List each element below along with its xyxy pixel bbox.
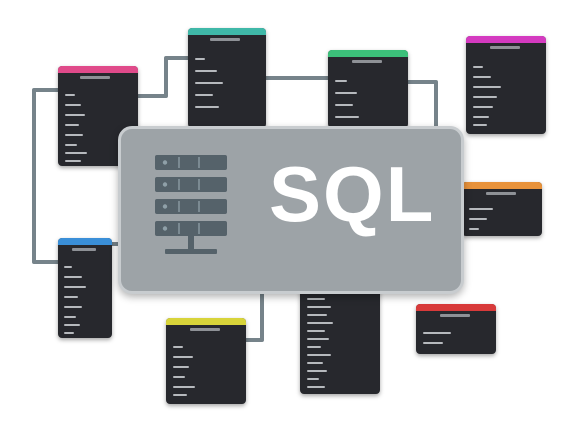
table-row <box>64 316 76 318</box>
table-row <box>65 152 87 154</box>
table-handle <box>486 192 516 195</box>
table-row <box>195 106 219 108</box>
table-row <box>473 116 489 118</box>
table-row <box>469 218 487 220</box>
table-row <box>173 394 187 396</box>
table-row <box>335 92 357 94</box>
table-row <box>64 286 86 288</box>
table-handle <box>190 328 220 331</box>
table-row <box>469 208 493 210</box>
table-row <box>307 362 323 364</box>
table-magenta-right <box>466 36 546 134</box>
table-row <box>335 80 347 82</box>
table-row <box>65 94 75 96</box>
table-row <box>173 356 193 358</box>
table-row <box>423 332 451 334</box>
table-row <box>473 96 497 98</box>
table-row <box>307 306 331 308</box>
table-row <box>307 370 327 372</box>
table-row <box>307 322 333 324</box>
table-header-bar <box>466 36 546 43</box>
table-handle <box>440 314 470 317</box>
table-header-bar <box>166 318 246 325</box>
table-row <box>473 86 501 88</box>
table-row <box>195 94 213 96</box>
connector-pink-blue <box>32 88 60 264</box>
connector-green-panel <box>406 80 438 130</box>
table-row <box>423 342 443 344</box>
table-row <box>64 266 72 268</box>
table-center-bottom <box>300 284 380 394</box>
table-row <box>307 314 327 316</box>
table-row <box>64 306 82 308</box>
table-row <box>307 298 325 300</box>
table-handle <box>352 60 382 63</box>
table-row <box>65 160 81 162</box>
table-header-bar <box>328 50 408 57</box>
connector-panel-yellow <box>244 288 264 342</box>
table-row <box>335 104 353 106</box>
table-row <box>307 346 321 348</box>
table-row <box>473 66 483 68</box>
table-row <box>469 228 479 230</box>
table-row <box>307 354 331 356</box>
table-row <box>64 332 74 334</box>
connector-pink-teal <box>136 56 190 98</box>
table-row <box>195 70 217 72</box>
sql-panel: SQL <box>118 126 464 294</box>
table-row <box>173 366 189 368</box>
table-row <box>307 330 325 332</box>
table-handle <box>210 38 240 41</box>
table-row <box>473 106 493 108</box>
table-row <box>65 114 85 116</box>
table-handle <box>72 248 96 251</box>
table-red-bottom <box>416 304 496 354</box>
table-blue-left <box>58 238 112 338</box>
table-row <box>195 58 205 60</box>
table-row <box>173 346 183 348</box>
table-header-bar <box>416 304 496 311</box>
table-row <box>173 386 195 388</box>
table-row <box>335 116 359 118</box>
table-row <box>307 386 325 388</box>
table-handle <box>80 76 110 79</box>
sql-label: SQL <box>269 150 436 238</box>
table-row <box>307 338 329 340</box>
table-handle <box>490 46 520 49</box>
table-header-bar <box>58 238 112 245</box>
table-teal-top <box>188 28 266 128</box>
table-row <box>65 144 77 146</box>
table-row <box>64 324 80 326</box>
table-header-bar <box>188 28 266 35</box>
table-row <box>195 82 223 84</box>
table-yellow-bottom <box>166 318 246 404</box>
table-header-bar <box>58 66 138 73</box>
table-row <box>307 378 319 380</box>
table-row <box>473 76 491 78</box>
table-header-bar <box>462 182 542 189</box>
table-row <box>64 276 82 278</box>
database-server-icon <box>151 151 231 268</box>
table-row <box>173 376 185 378</box>
table-green-top <box>328 50 408 128</box>
table-row <box>64 296 78 298</box>
table-row <box>65 104 81 106</box>
table-row <box>473 124 487 126</box>
table-row <box>65 134 83 136</box>
table-row <box>65 124 79 126</box>
table-orange-right <box>462 182 542 236</box>
